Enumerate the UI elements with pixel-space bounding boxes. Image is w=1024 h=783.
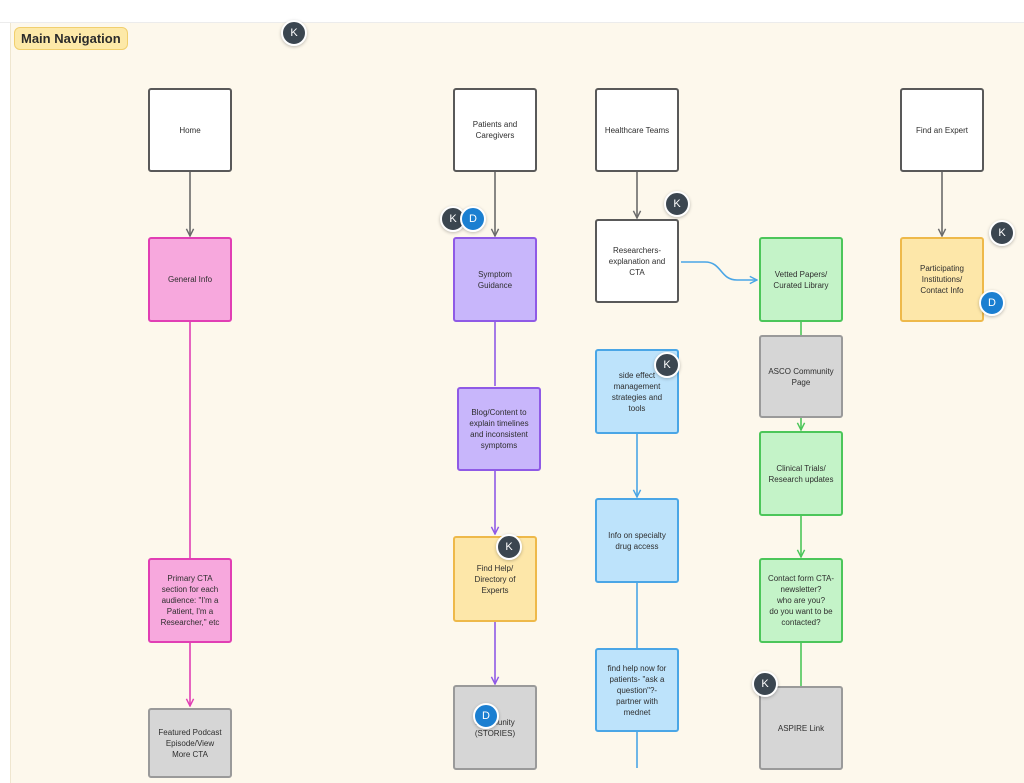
connector-researchers-vetted: [681, 261, 757, 280]
node-vetted-papers[interactable]: Vetted Papers/ Curated Library: [759, 237, 843, 322]
node-asco-community-page[interactable]: ASCO Community Page: [759, 335, 843, 418]
node-featured-podcast[interactable]: Featured Podcast Episode/View More CTA: [148, 708, 232, 778]
collaborator-avatar-d[interactable]: D: [460, 206, 486, 232]
node-primary-cta[interactable]: Primary CTA section for each audience: "…: [148, 558, 232, 643]
collaborator-avatar-d[interactable]: D: [473, 703, 499, 729]
node-aspire-link[interactable]: ASPIRE Link: [759, 686, 843, 770]
frame-title[interactable]: Main Navigation: [14, 27, 128, 50]
node-general-info[interactable]: General Info: [148, 237, 232, 322]
collaborator-avatar-k[interactable]: K: [281, 20, 307, 46]
node-participating-institutions[interactable]: Participating Institutions/ Contact Info: [900, 237, 984, 322]
node-find-help-directory[interactable]: Find Help/ Directory of Experts: [453, 536, 537, 622]
node-find-an-expert[interactable]: Find an Expert: [900, 88, 984, 172]
node-clinical-trials[interactable]: Clinical Trials/ Research updates: [759, 431, 843, 516]
node-side-effect-management[interactable]: side effect management strategies and to…: [595, 349, 679, 434]
collaborator-avatar-k[interactable]: K: [989, 220, 1015, 246]
node-blog-content[interactable]: Blog/Content to explain timelines and in…: [457, 387, 541, 471]
node-healthcare-teams[interactable]: Healthcare Teams: [595, 88, 679, 172]
collaborator-avatar-d[interactable]: D: [979, 290, 1005, 316]
topbar-divider: [0, 22, 1024, 23]
node-patient-community-stories[interactable]: Pati munity (STORIES): [453, 685, 537, 770]
node-home[interactable]: Home: [148, 88, 232, 172]
collaborator-avatar-k[interactable]: K: [654, 352, 680, 378]
collaborator-avatar-k[interactable]: K: [752, 671, 778, 697]
node-patients-and-caregivers[interactable]: Patients and Caregivers: [453, 88, 537, 172]
collaborator-avatar-k[interactable]: K: [496, 534, 522, 560]
node-symptom-guidance[interactable]: Symptom Guidance: [453, 237, 537, 322]
canvas-topbar: [0, 0, 1024, 22]
node-find-help-now[interactable]: find help now for patients- "ask a quest…: [595, 648, 679, 732]
node-specialty-drug-access[interactable]: Info on specialty drug access: [595, 498, 679, 583]
node-contact-form-cta[interactable]: Contact form CTA- newsletter? who are yo…: [759, 558, 843, 643]
node-researchers[interactable]: Researchers- explanation and CTA: [595, 219, 679, 303]
collaborator-avatar-k[interactable]: K: [664, 191, 690, 217]
